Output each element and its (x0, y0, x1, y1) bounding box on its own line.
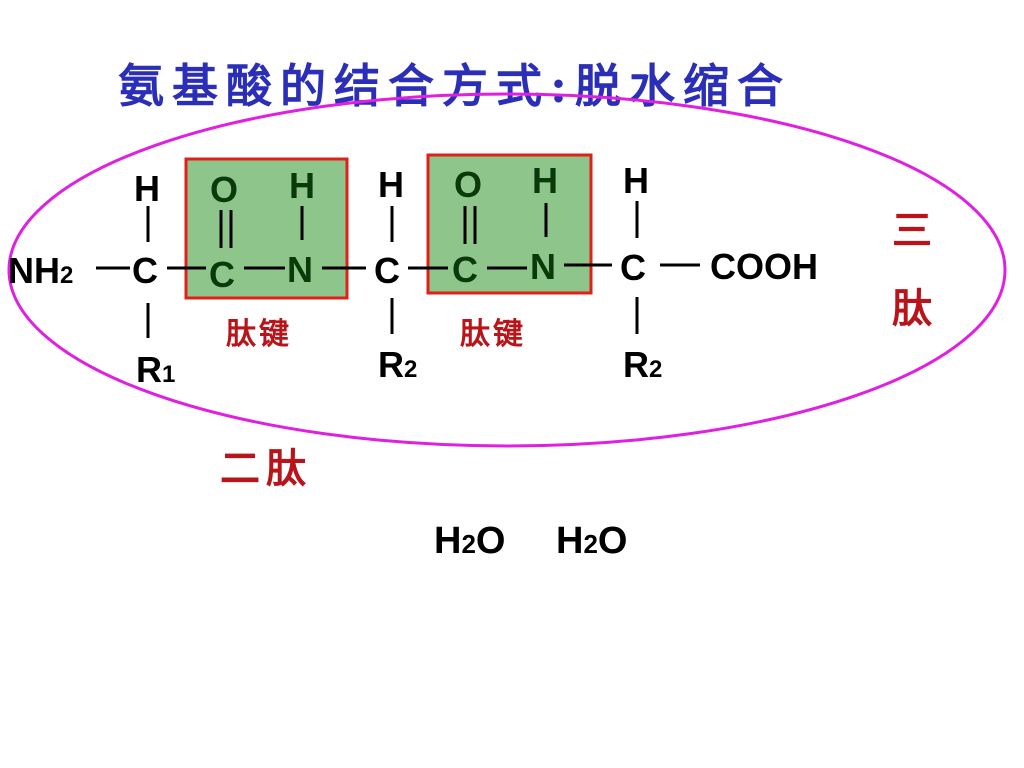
dipeptide-label: 二肽 (220, 445, 312, 492)
atom-h-1: H (134, 168, 160, 209)
atom-o-2: O (454, 164, 483, 205)
atom-h-5: H (623, 160, 649, 201)
water-molecule-2: H2O (556, 520, 628, 562)
side-chain-r1: R1 (136, 349, 176, 390)
atom-c-5: C (620, 247, 646, 288)
peptide-bond-box-1 (184, 157, 349, 300)
tripeptide-ellipse (7, 92, 1007, 448)
atom-c-4: C (452, 249, 478, 290)
peptide-bond-box-2 (426, 153, 593, 295)
atom-o-1: O (210, 169, 239, 210)
atom-n-2: N (530, 246, 556, 287)
carboxyl-group: COOH (710, 246, 818, 287)
atom-c-3: C (374, 250, 400, 291)
atom-c-2: C (209, 254, 235, 295)
atom-h-3: H (378, 164, 404, 205)
atom-h-2: H (289, 165, 315, 206)
atom-n-1: N (287, 249, 313, 290)
atom-h-4: H (532, 160, 558, 201)
amino-group: NH2 (8, 250, 74, 291)
peptide-bond-label-2: 肽键 (460, 317, 526, 352)
side-chain-r2: R2 (378, 344, 418, 385)
peptide-bond-label-1: 肽键 (226, 317, 292, 352)
tripeptide-label-top: 三 (892, 207, 938, 254)
tripeptide-label-bottom: 肽 (892, 285, 938, 332)
atom-c-1: C (132, 250, 158, 291)
water-molecule-1: H2O (434, 520, 506, 562)
side-chain-r3: R2 (623, 344, 663, 385)
